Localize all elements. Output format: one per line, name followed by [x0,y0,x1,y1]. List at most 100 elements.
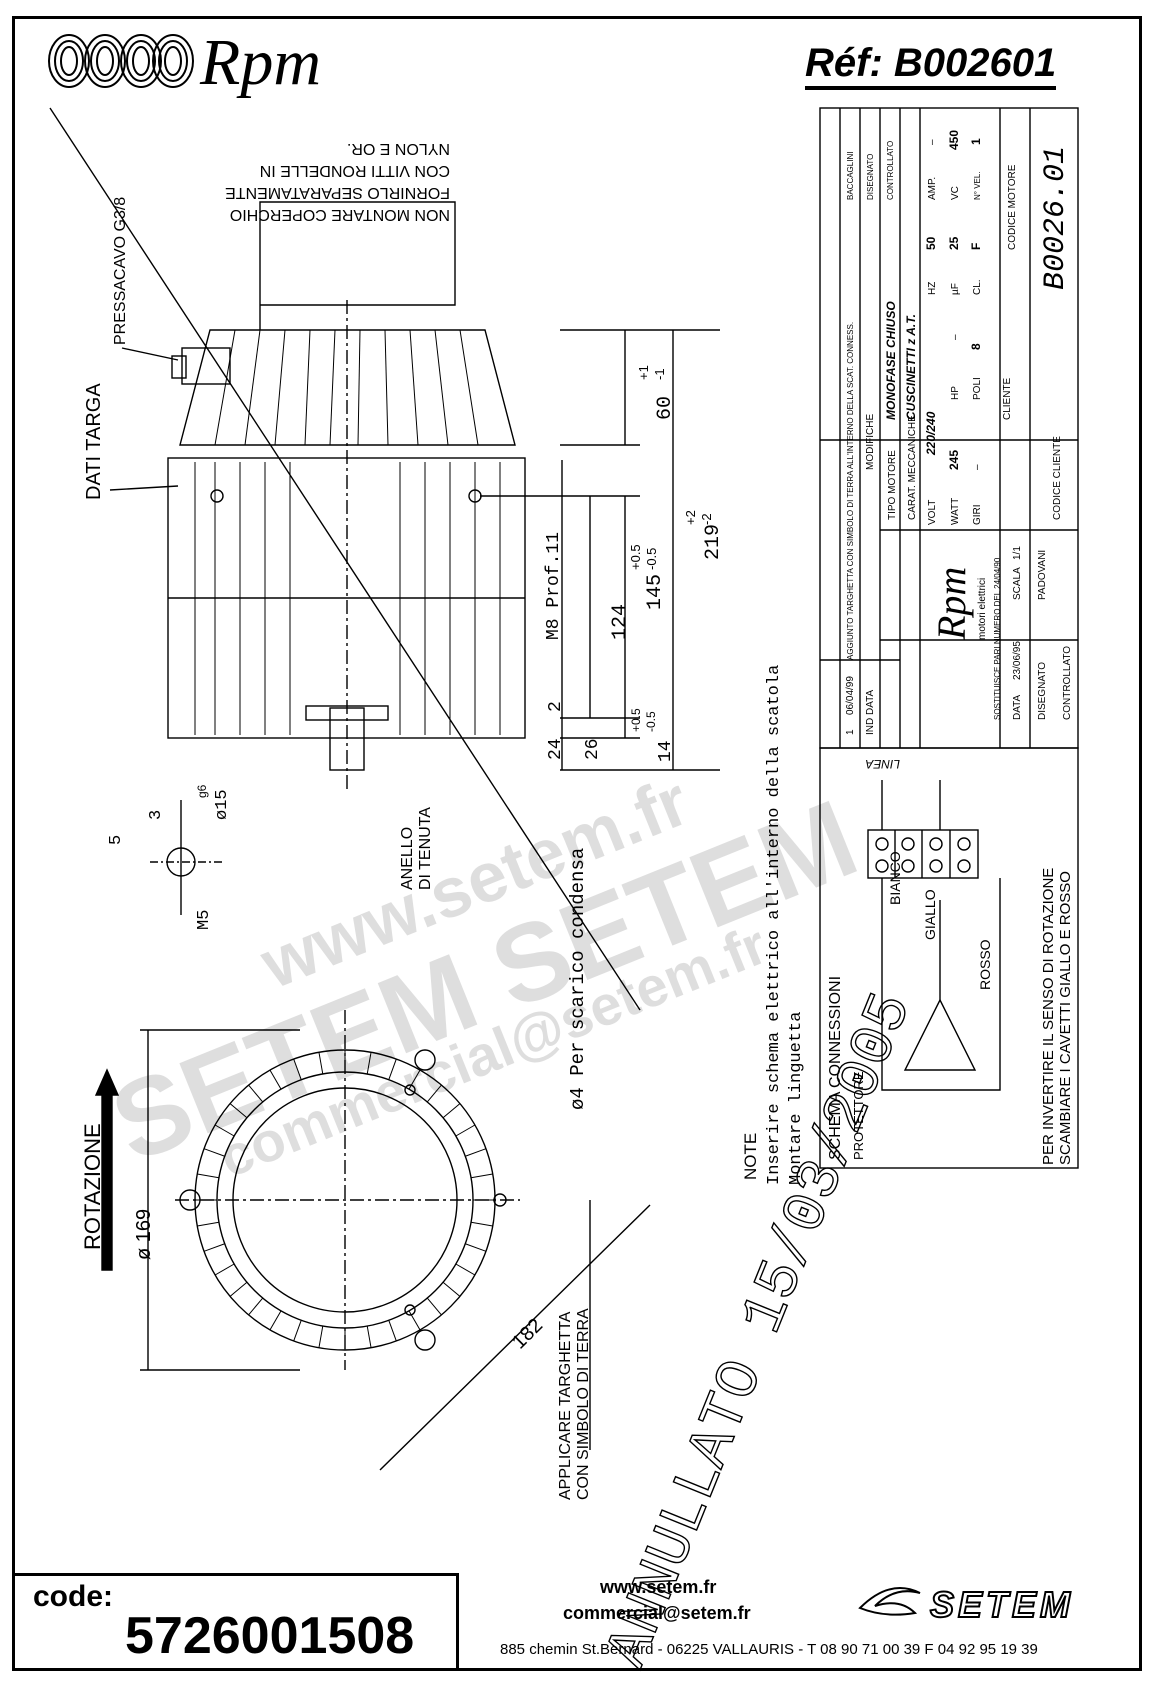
svg-text:450: 450 [947,130,961,150]
svg-text:CON VITTI RONDELLE IN: CON VITTI RONDELLE IN [260,162,450,179]
note-line-1: Inserire schema elettrico all'interno de… [765,665,784,1185]
delta-windings [903,998,977,1071]
svg-text:+0.5: +0.5 [629,708,643,732]
svg-text:14: 14 [656,740,676,762]
dim-182: 182 [508,1314,547,1353]
flange-fin [465,1243,487,1252]
reference-number: Réf: B002601 [805,40,1057,90]
svg-text:HP: HP [950,386,961,400]
cable-gland [181,347,231,385]
flange-fin [197,1173,220,1179]
flange-fin [214,1263,235,1276]
m8-label: M8 Prof.11 [544,532,564,640]
dim-145: 145 [644,574,667,610]
flange-fin [214,1124,235,1137]
targhetta-label: APPLICARE TARGHETTA CON SIMBOLO DI TERRA [557,1308,592,1500]
invert-note-2: SCAMBIARE I CAVETTI GIALLO E ROSSO [1057,871,1074,1165]
flange-fin [388,1320,397,1342]
rpm-coil-logo [48,34,194,88]
flange-fin [366,1052,372,1075]
svg-text:GIALLO: GIALLO [922,889,938,940]
connection-schema [819,747,1079,1169]
footer-email[interactable]: commercial@setem.fr [563,1603,751,1623]
svg-text:MODIFICHE: MODIFICHE [865,414,876,470]
drawing-frame [12,16,1142,1671]
svg-text:1/1: 1/1 [1012,546,1023,560]
svg-text:VC: VC [950,186,961,200]
svg-text:VOLT: VOLT [927,500,938,525]
svg-text:PROTETTORE: PROTETTORE [851,1071,866,1160]
svg-text:23/06/95: 23/06/95 [1012,641,1023,680]
svg-text:220/240: 220/240 [924,411,938,456]
flange-fin [318,1052,324,1075]
svg-text:2: 2 [546,701,566,712]
svg-text:BIANCO: BIANCO [887,851,903,905]
svg-text:LINEA: LINEA [865,757,900,771]
svg-text:CON SIMBOLO DI TERRA: CON SIMBOLO DI TERRA [575,1308,592,1500]
svg-text:WATT: WATT [950,498,961,525]
code-box: code: 5726001508 [12,1573,459,1671]
code-value: 5726001508 [125,1607,415,1665]
svg-text:+2: +2 [683,510,698,525]
svg-text:CL.: CL. [972,279,983,295]
tipo-motore: MONOFASE CHIUSO [884,301,898,420]
svg-text:+1: +1 [636,365,651,380]
title-block-logo: Rpm [929,567,974,641]
note-box [259,201,456,330]
svg-text:SOSTITUISCE PARI NUMERO DEL 2: SOSTITUISCE PARI NUMERO DEL 24/04/90 [993,557,1002,720]
flange-fin [269,1069,282,1090]
dim-219: 219 [702,524,725,560]
diameter-169: ø 169 [133,1209,155,1260]
setem-swirl-icon [858,1587,921,1616]
footer-website[interactable]: www.setem.fr [600,1577,717,1597]
svg-text:3: 3 [147,810,166,820]
flange-fin [470,1173,493,1179]
svg-text:M5: M5 [195,910,214,930]
flange-fin [408,1310,421,1331]
flange-fin [293,1058,302,1080]
flange-fin [197,1221,220,1227]
svg-text:26: 26 [583,738,603,760]
svg-text:APPLICARE TARGHETTA: APPLICARE TARGHETTA [557,1311,574,1500]
flange-fin [388,1058,397,1080]
svg-text:1: 1 [845,729,856,735]
svg-text:N° VEL.: N° VEL. [973,171,982,200]
svg-text:–: – [927,139,938,145]
flange-fin [248,1084,264,1103]
svg-text:25: 25 [947,236,961,250]
note-title: NOTE [741,1133,760,1180]
setem-logo: SETEM [929,1583,1075,1626]
svg-text:µF: µF [950,283,961,295]
svg-text:-1: -1 [652,368,667,380]
flange-fin [442,1103,461,1119]
svg-text:NYLON E OR.: NYLON E OR. [347,140,450,157]
dati-targa-label: DATI TARGA [83,383,105,500]
svg-text:-0.5: -0.5 [644,711,658,732]
svg-text:GIRI: GIRI [972,504,983,525]
flange-fin [293,1320,302,1342]
flange-fin [269,1310,282,1331]
svg-text:50: 50 [924,236,938,250]
code-label: code: [33,1580,114,1613]
svg-text:CONTROLLATO: CONTROLLATO [886,141,895,200]
flange-fin [229,1103,248,1119]
pressacavo-label: PRESSACAVO G3/8 [112,197,129,345]
anello-label: ANELLO DI TENUTA [399,807,434,890]
svg-text:06/04/99: 06/04/99 [845,676,856,715]
svg-text:ø15: ø15 [213,789,232,820]
flange-fin [229,1281,248,1297]
svg-text:-0.5: -0.5 [644,548,659,570]
flange-fin [408,1069,421,1090]
svg-text:FORNIRLO SEPARATAMENTE: FORNIRLO SEPARATAMENTE [225,184,450,201]
svg-text:F: F [969,243,983,250]
flange-fin [366,1325,372,1348]
dim-124: 124 [609,604,632,640]
svg-text:BACCAGLINI: BACCAGLINI [846,152,855,200]
svg-text:+0.5: +0.5 [628,544,643,570]
note-line-2: Montare linguetta [787,1012,806,1185]
flange-fin [248,1297,264,1316]
svg-text:DISEGNATO: DISEGNATO [866,154,875,200]
svg-text:ANELLO: ANELLO [399,827,416,890]
svg-text:TIPO MOTORE: TIPO MOTORE [887,450,898,520]
